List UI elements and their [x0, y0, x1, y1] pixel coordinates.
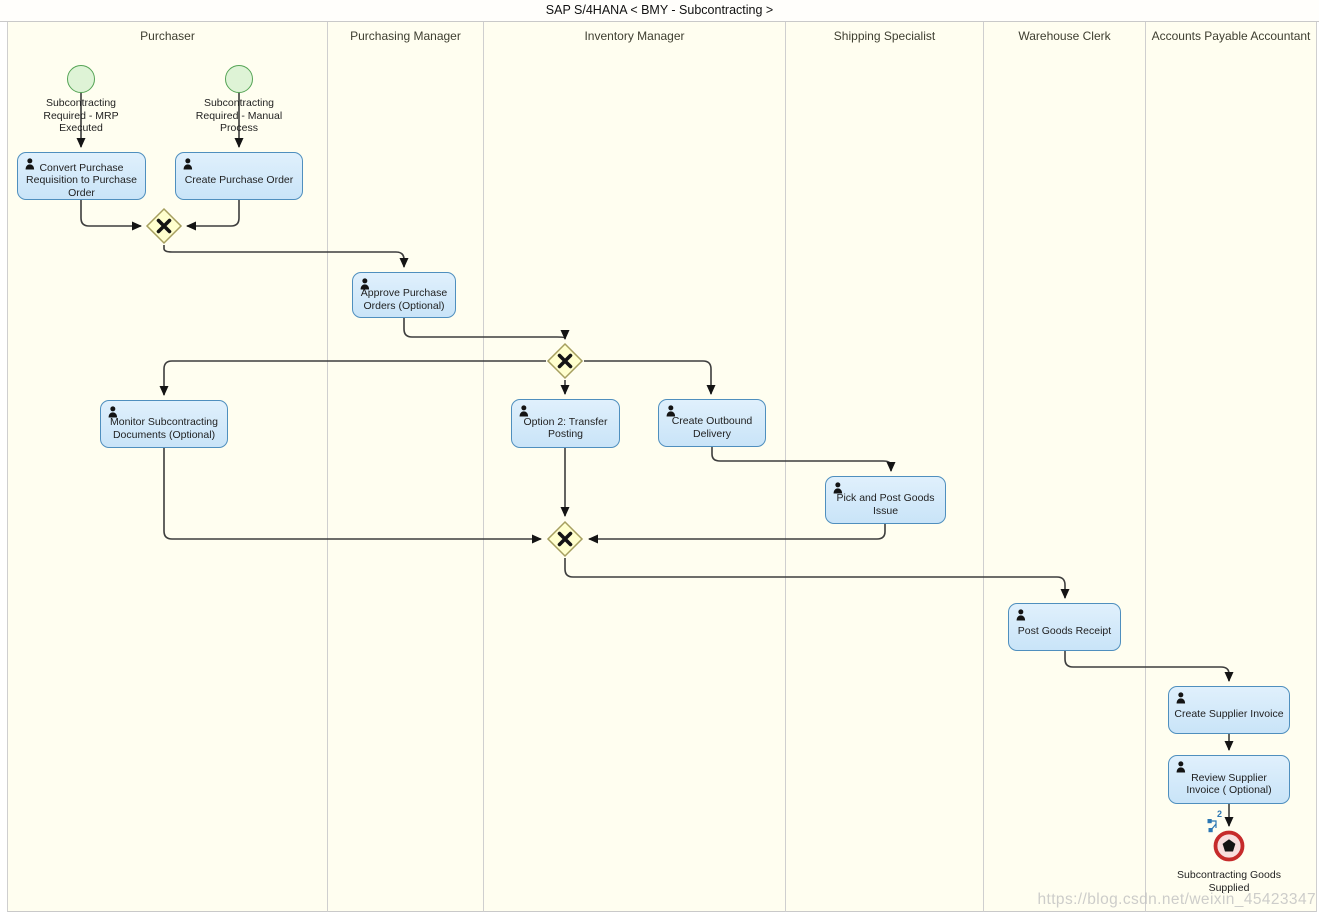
task-label: Post Goods Receipt — [1017, 625, 1112, 638]
lane-inventory-manager: Inventory Manager — [483, 22, 785, 912]
lane-header-purchaser: Purchaser — [140, 29, 195, 43]
task-label: Monitor Subcontracting Documents (Option… — [110, 416, 218, 441]
lane-warehouse-clerk: Warehouse Clerk — [983, 22, 1145, 912]
exclusive-gateway-merge-purchase-orders — [145, 207, 183, 245]
lane-header-inventory-manager: Inventory Manager — [584, 29, 685, 43]
person-icon — [833, 482, 843, 494]
task-pick-and-post-goods-issue: Pick and Post Goods Issue — [825, 476, 946, 524]
task-label: Create Supplier Invoice — [1174, 708, 1284, 721]
watermark-text: https://blog.csdn.net/weixin_45423347 — [1037, 891, 1316, 908]
svg-text:2: 2 — [1217, 809, 1222, 819]
task-create-outbound-delivery: Create Outbound Delivery — [658, 399, 766, 447]
task-label: Option 2: Transfer Posting — [523, 415, 608, 440]
exclusive-gateway-split-options — [546, 342, 584, 380]
lane-header-accounts-payable-accountant: Accounts Payable Accountant — [1151, 29, 1311, 43]
lane-shipping-specialist: Shipping Specialist — [785, 22, 983, 912]
task-review-supplier-invoice: Review Supplier Invoice ( Optional) — [1168, 755, 1290, 804]
task-convert-purchase-requisition-to-purchase-order: Convert Purchase Requisition to Purchase… — [17, 152, 146, 200]
task-monitor-subcontracting-documents: Monitor Subcontracting Documents (Option… — [100, 400, 228, 448]
lane-header-purchasing-manager: Purchasing Manager — [350, 29, 461, 43]
end-event-subcontracting-goods-supplied — [1213, 830, 1245, 862]
person-icon — [1176, 692, 1186, 704]
task-label: Review Supplier Invoice ( Optional) — [1186, 771, 1272, 796]
person-icon — [108, 406, 118, 418]
task-post-goods-receipt: Post Goods Receipt — [1008, 603, 1121, 651]
person-icon — [183, 158, 193, 170]
start-event-manual-process — [225, 65, 253, 93]
person-icon — [666, 405, 676, 417]
task-label: Convert Purchase Requisition to Purchase… — [26, 161, 137, 199]
task-label: Approve Purchase Orders (Optional) — [360, 287, 448, 312]
lane-header-shipping-specialist: Shipping Specialist — [833, 29, 936, 43]
task-create-supplier-invoice: Create Supplier Invoice — [1168, 686, 1290, 734]
lane-header-warehouse-clerk: Warehouse Clerk — [1018, 29, 1111, 43]
task-option-2-transfer-posting: Option 2: Transfer Posting — [511, 399, 620, 448]
start-event-mrp-executed-label: Subcontracting Required - MRP Executed — [43, 97, 119, 135]
person-icon — [25, 158, 35, 170]
person-icon — [360, 278, 370, 290]
task-label: Pick and Post Goods Issue — [836, 492, 935, 517]
task-approve-purchase-orders: Approve Purchase Orders (Optional) — [352, 272, 456, 318]
annotation-badge: 2 — [1207, 809, 1222, 833]
start-event-mrp-executed — [67, 65, 95, 93]
diagram-title: SAP S/4HANA < BMY - Subcontracting > — [0, 0, 1319, 22]
lane-purchasing-manager: Purchasing Manager — [327, 22, 483, 912]
task-label: Create Purchase Order — [184, 174, 294, 187]
start-event-manual-process-label: Subcontracting Required - Manual Process — [195, 97, 283, 135]
task-create-purchase-order: Create Purchase Order — [175, 152, 303, 200]
task-label: Create Outbound Delivery — [671, 415, 753, 440]
person-icon — [1016, 609, 1026, 621]
person-icon — [1176, 761, 1186, 773]
exclusive-gateway-merge-goods — [546, 520, 584, 558]
end-event-subcontracting-goods-supplied-label: Subcontracting Goods Supplied — [1177, 869, 1281, 894]
person-icon — [519, 405, 529, 417]
